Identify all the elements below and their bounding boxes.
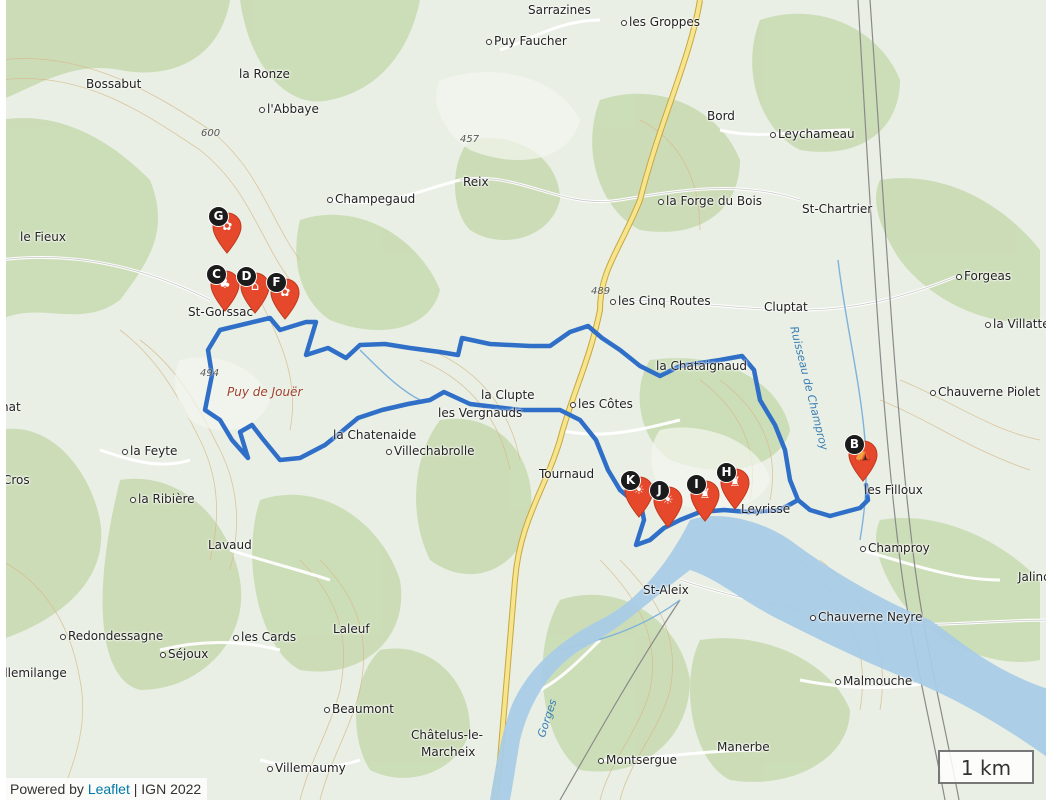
- place-label: les Cinq Routes: [610, 294, 711, 308]
- place-label: hat: [1, 400, 21, 414]
- summit-label: Puy de Jouër: [227, 385, 303, 399]
- building-icon: ⌂: [250, 279, 260, 294]
- place-label: Cros: [3, 473, 30, 487]
- place-label: Manerbe: [717, 740, 770, 754]
- place-label: Bord: [707, 109, 735, 123]
- place-label: Tournaud: [539, 467, 595, 481]
- place-label: Leychameau: [770, 127, 855, 141]
- marker-letter: F: [266, 272, 287, 293]
- place-label: les Cards: [233, 630, 296, 644]
- altitude-label: 494: [200, 368, 220, 379]
- marker-d[interactable]: ⌂ D: [236, 266, 270, 314]
- castle-icon: ♜: [729, 475, 741, 490]
- place-label: Montsergue: [598, 753, 677, 767]
- place-label: la Villatte: [985, 317, 1050, 331]
- marker-c[interactable]: ♣ C: [206, 264, 240, 312]
- hiking-route: [202, 315, 871, 548]
- place-label: Malmouche: [835, 674, 912, 688]
- place-label: Leyrisse: [741, 502, 791, 516]
- viewpoint-icon: ☀: [662, 493, 674, 508]
- marker-k[interactable]: ☀ K: [620, 470, 654, 518]
- place-label: Reix: [463, 175, 489, 189]
- scale-bar: 1 km: [938, 752, 1034, 784]
- attribution-prefix: Powered by: [10, 781, 84, 797]
- flower-icon: ✿: [221, 219, 233, 234]
- marker-letter: B: [844, 434, 865, 455]
- flower-icon: ✿: [279, 285, 291, 300]
- place-label: les Vergnauds: [438, 406, 523, 420]
- place-label: Marcheix: [421, 745, 476, 759]
- place-label: Redondessagne: [60, 629, 163, 643]
- marker-letter: I: [686, 474, 707, 495]
- place-label: Villechabrolle: [386, 444, 475, 458]
- marker-g[interactable]: ✿ G: [208, 206, 242, 254]
- attribution-source: IGN 2022: [141, 781, 202, 797]
- marker-b[interactable]: ⛺ B: [844, 434, 878, 482]
- place-label: les Groppes: [621, 15, 700, 29]
- viewpoint-icon: ☀: [633, 483, 645, 498]
- place-label: Champegaud: [327, 192, 415, 206]
- place-label: les Côtes: [570, 397, 633, 411]
- scale-bar-top: [938, 750, 1034, 752]
- place-label: la Ronze: [239, 67, 290, 81]
- place-label: Champroy: [860, 541, 930, 555]
- place-label: Forgeas: [956, 269, 1011, 283]
- altitude-label: 600: [201, 128, 221, 139]
- marker-letter: K: [620, 470, 641, 491]
- place-label: l'Abbaye: [259, 102, 319, 116]
- castle-icon: ♜: [699, 487, 711, 502]
- leaflet-link[interactable]: Leaflet: [87, 781, 130, 797]
- attribution: Powered by Leaflet | IGN 2022: [0, 778, 208, 800]
- place-label: la Chataignaud: [656, 359, 748, 373]
- place-label: St-Aleix: [643, 583, 689, 597]
- place-label: Sarrazines: [528, 3, 591, 17]
- attribution-separator: |: [129, 781, 142, 797]
- place-label: Laleuf: [333, 622, 370, 636]
- place-label: St-Chartrier: [802, 202, 873, 216]
- place-label: la Chatenaide: [333, 428, 417, 442]
- place-label: le Fieux: [20, 230, 66, 244]
- place-label: les Filloux: [864, 483, 923, 497]
- marker-letter: D: [236, 266, 257, 287]
- place-label: Cluptat: [764, 300, 808, 314]
- place-label: Bossabut: [86, 77, 142, 91]
- place-label: St-Gorssac: [188, 305, 254, 319]
- place-label: Beaumont: [324, 702, 394, 716]
- place-label: Jalinc: [1018, 570, 1050, 584]
- place-label: la Feyte: [122, 444, 177, 458]
- marker-letter: C: [206, 264, 227, 285]
- place-label: Châtelus-le-: [411, 728, 483, 742]
- marker-letter: G: [208, 206, 229, 227]
- altitude-label: 457: [460, 134, 480, 145]
- altitude-label: 489: [591, 286, 611, 297]
- place-label: Puy Faucher: [486, 34, 567, 48]
- marker-j[interactable]: ☀ J: [649, 480, 683, 528]
- place-label: Villemaumy: [267, 761, 346, 775]
- marker-h[interactable]: ♜ H: [716, 462, 750, 510]
- place-label: illemilange: [1, 666, 67, 680]
- marker-f[interactable]: ✿ F: [266, 272, 300, 320]
- place-label: Séjoux: [160, 647, 208, 661]
- marker-letter: J: [649, 480, 670, 501]
- place-label: la Ribière: [130, 492, 195, 506]
- marker-letter: H: [716, 462, 737, 483]
- place-label: la Forge du Bois: [658, 194, 762, 208]
- place-label: Chauverne Neyre: [810, 610, 922, 624]
- place-label: la Clupte: [481, 388, 535, 402]
- clover-icon: ♣: [219, 277, 231, 292]
- place-label: Lavaud: [208, 538, 252, 552]
- place-label: Chauverne Piolet: [930, 385, 1040, 399]
- marker-i[interactable]: ♜ I: [686, 474, 720, 522]
